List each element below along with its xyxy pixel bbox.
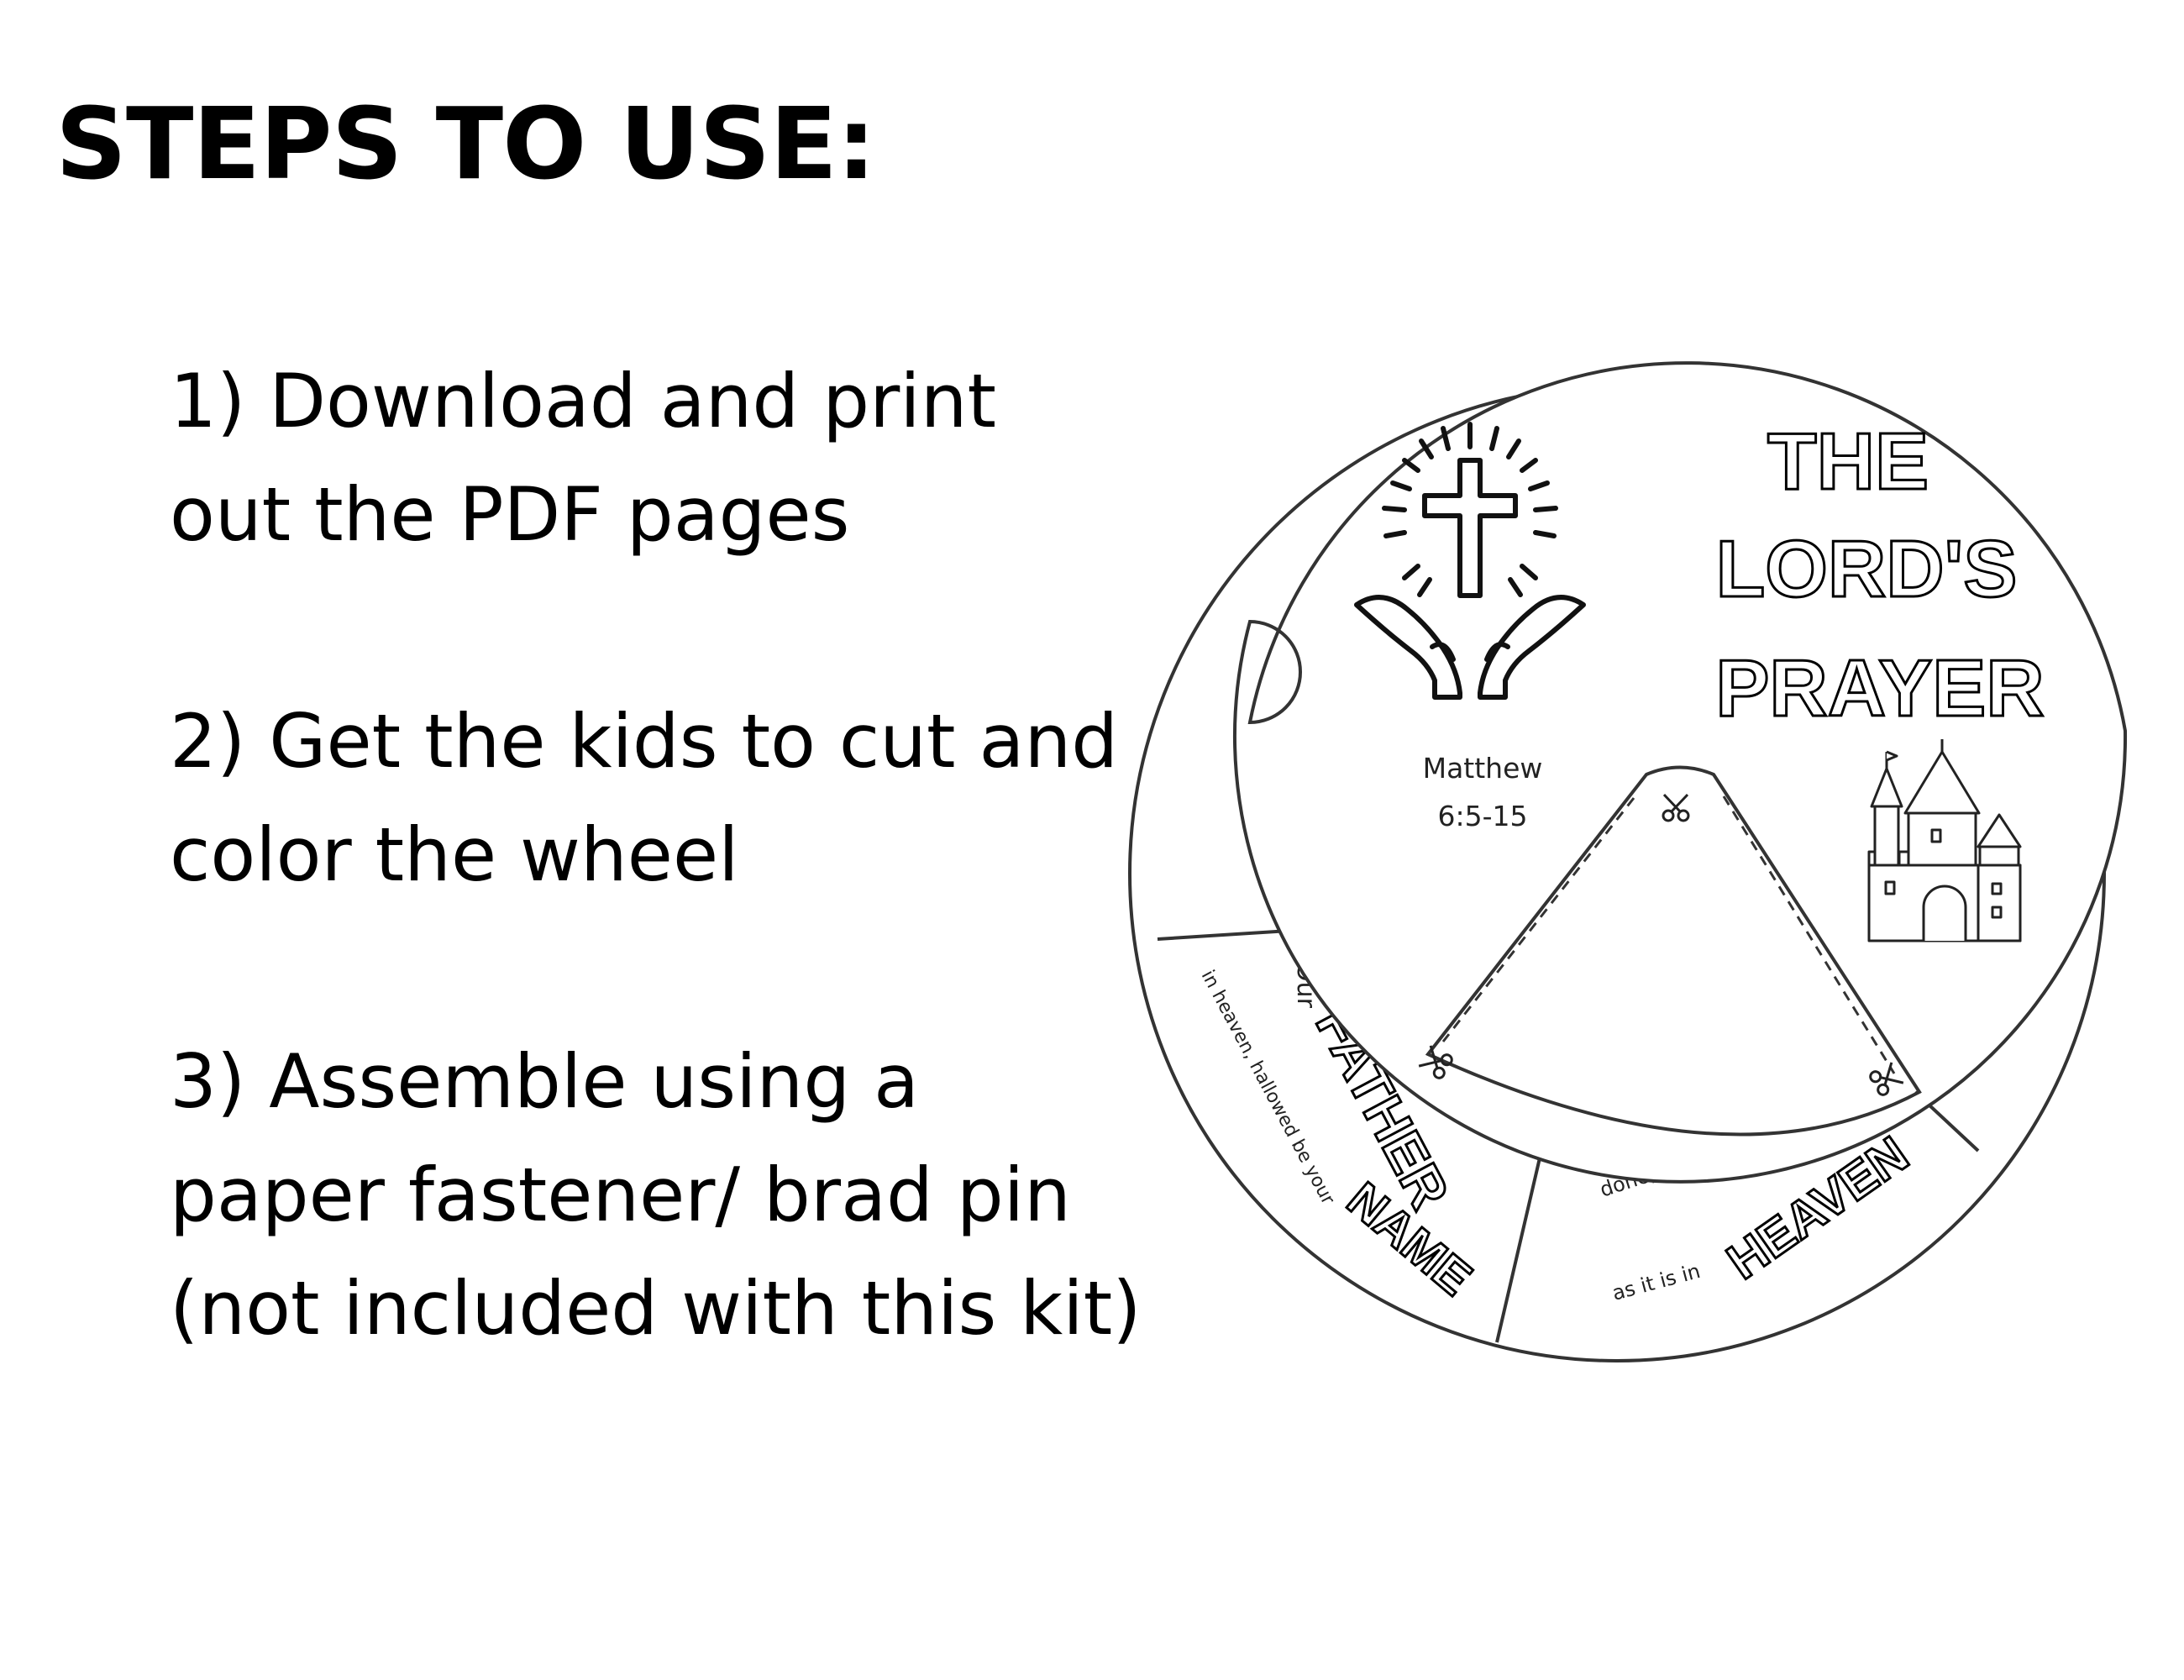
title-line-1: THE [1767,417,1929,507]
step-3-line-2: paper fastener/ brad pin [170,1152,1071,1238]
cross-icon [1382,422,1558,598]
step-1-line-1: 1) Download and print [170,358,996,444]
title-line-2: LORD'S [1716,524,2018,614]
praying-hands-icon [1354,595,1586,700]
step-3: 3) Assemble using a paper fastener/ brad… [170,1025,1228,1365]
title-line-3: PRAYER [1715,643,2044,733]
step-2: 2) Get the kids to cut and color the whe… [170,685,1228,911]
step-2-line-1: 2) Get the kids to cut and [170,698,1119,785]
scissors-icon [1418,1045,1453,1079]
steps-list: 1) Download and print out the PDF pages … [170,344,1228,1478]
scissors-icon [1869,1062,1904,1096]
reference-line-1: Matthew [1423,752,1543,785]
step-1-line-2: out the PDF pages [170,471,850,558]
reference-line-2: 6:5-15 [1437,800,1527,832]
step-3-line-1: 3) Assemble using a [170,1038,920,1125]
scissors-icon [1662,793,1690,822]
page-heading: STEPS TO USE: [55,86,876,202]
segment-divider [1495,1150,1543,1343]
cut-line-right [1722,795,1896,1074]
step-1: 1) Download and print out the PDF pages [170,344,1228,571]
step-3-line-3: (not included with this kit) [170,1265,1142,1352]
front-wheel: Matthew 6:5-15 THE LORD'S PRAYER [1233,361,2128,1184]
castle-icon [1867,739,2022,942]
step-2-line-2: color the wheel [170,811,739,898]
